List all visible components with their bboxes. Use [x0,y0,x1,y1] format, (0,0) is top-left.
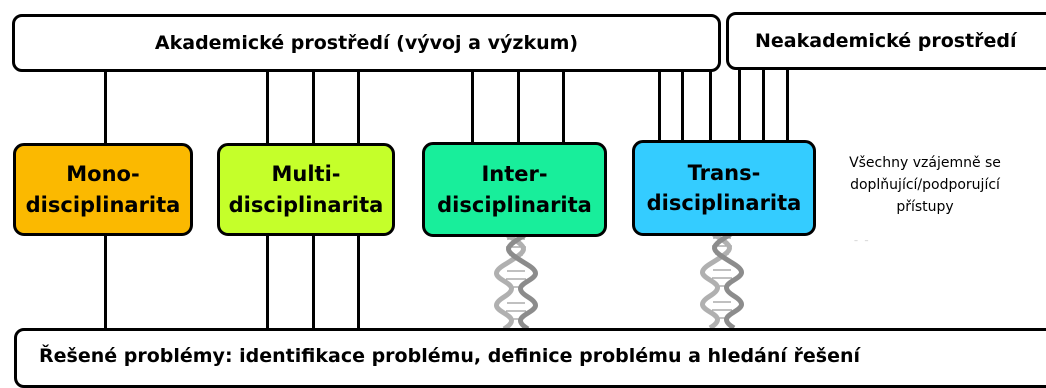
nonacademic-environment-box: Neakademické prostředí [726,12,1046,70]
connector-line [104,234,107,330]
discipline-label-line1: Mono- [66,162,140,187]
monodisciplinarity-box: Mono- disciplinarita [13,143,193,236]
dna-helix-icon [494,230,538,332]
academic-environment-box: Akademické prostředí (vývoj a výzkum) [12,14,721,72]
complementary-approaches-note: Všechny vzájemně se doplňující/podporují… [820,152,1030,218]
note-line: Všechny vzájemně se [849,155,1001,171]
connector-line [517,70,520,144]
academic-environment-label: Akademické prostředí (vývoj a výzkum) [154,32,579,54]
connector-line [786,68,789,142]
discipline-label-line1: Multi- [271,162,341,187]
connector-line [312,234,315,330]
faint-dash-decoration: – – [854,236,871,245]
connector-line [357,70,360,145]
discipline-label-line2: disciplinarita [437,192,592,217]
interdisciplinarity-box: Inter- disciplinarita [422,142,607,237]
connector-line [357,234,360,330]
discipline-label-line1: Inter- [481,162,548,187]
connector-line [471,70,474,144]
dna-helix-icon [700,229,744,331]
discipline-label-line2: disciplinarita [228,192,384,217]
connector-line [266,70,269,145]
discipline-label-line1: Trans- [687,160,761,185]
solved-problems-box: Řešené problémy: identifikace problému, … [14,328,1046,388]
transdisciplinarity-box: Trans- disciplinarita [632,140,816,236]
multidisciplinarity-box: Multi- disciplinarita [217,143,395,236]
discipline-label-line2: disciplinarita [25,192,181,217]
connector-line [104,70,107,145]
note-line: doplňující/podporující [850,177,1000,193]
connector-line [709,70,712,142]
connector-line [266,234,269,330]
connector-line [762,68,765,142]
discipline-label-line2: disciplinarita [646,191,802,215]
connector-line [658,70,661,142]
connector-line [738,68,741,142]
solved-problems-label: Řešené problémy: identifikace problému, … [39,345,861,367]
nonacademic-environment-label: Neakademické prostředí [755,30,1017,52]
connector-line [312,70,315,145]
connector-line [562,70,565,144]
connector-line [681,70,684,142]
note-line: přístupy [896,199,954,215]
